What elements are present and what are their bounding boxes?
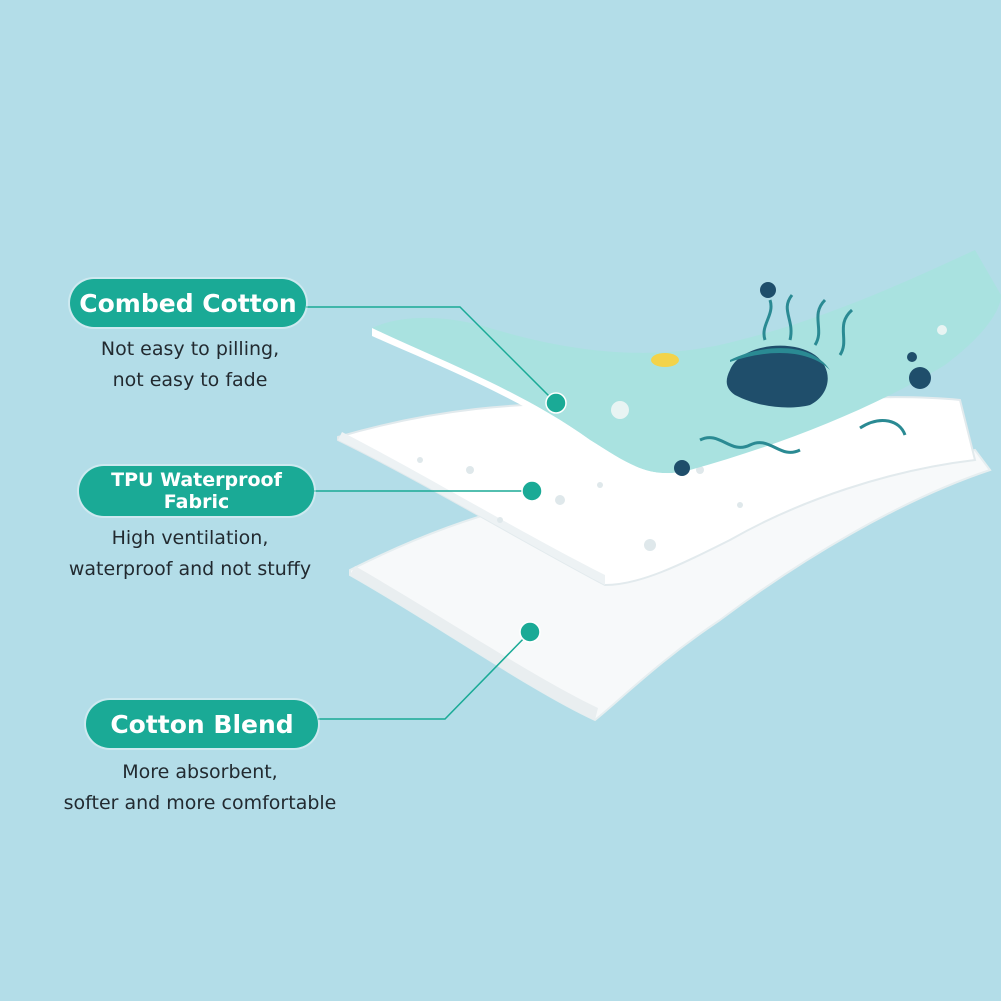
combed-cotton-label: Combed Cotton <box>70 279 306 327</box>
leader-line-tpu <box>314 480 543 502</box>
combed-cotton-description: Not easy to pilling, not easy to fade <box>40 334 340 396</box>
tpu-desc-line-2: waterproof and not stuffy <box>68 558 312 580</box>
leader-line-cotton-blend <box>318 621 541 720</box>
tpu-desc-line-1: High ventilation, <box>111 527 269 549</box>
tpu-title-line-2: Fabric <box>163 491 230 513</box>
cotton-blend-desc-line-2: softer and more comfortable <box>63 792 337 814</box>
cotton-blend-label: Cotton Blend <box>86 700 318 748</box>
combed-cotton-desc-line-1: Not easy to pilling, <box>100 338 280 360</box>
cotton-blend-title: Cotton Blend <box>110 709 294 739</box>
cotton-blend-desc-line-1: More absorbent, <box>122 761 278 783</box>
cotton-blend-description: More absorbent, softer and more comforta… <box>40 757 360 819</box>
leader-line-combed-cotton <box>306 306 567 414</box>
tpu-title-line-1: TPU Waterproof <box>111 469 282 491</box>
combed-cotton-title: Combed Cotton <box>79 288 297 318</box>
tpu-waterproof-description: High ventilation, waterproof and not stu… <box>40 523 340 585</box>
tpu-waterproof-label: TPU Waterproof Fabric <box>79 466 314 516</box>
combed-cotton-layer <box>372 250 1001 480</box>
combed-cotton-desc-line-2: not easy to fade <box>112 369 268 391</box>
